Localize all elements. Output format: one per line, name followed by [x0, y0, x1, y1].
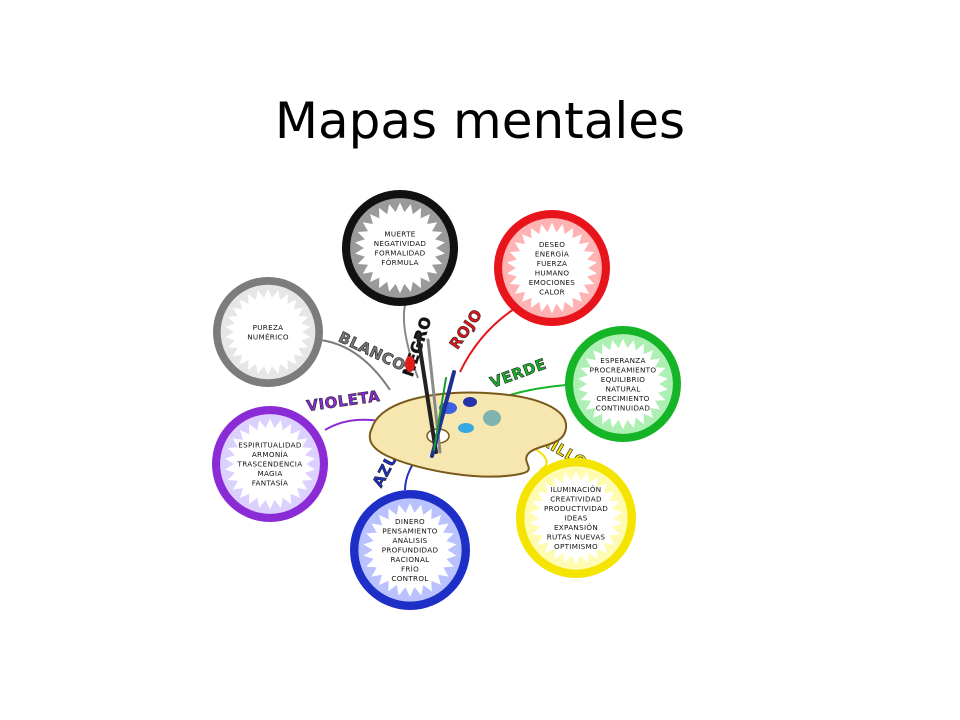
node-rojo-line: HUMANO — [535, 268, 570, 277]
node-azul-line: PROFUNDIDAD — [382, 546, 439, 555]
node-negro-line: FÓRMULA — [381, 258, 418, 267]
branch-label-violeta: VIOLETA — [305, 387, 381, 415]
paint-blob-navy — [463, 397, 477, 407]
node-verde: ESPERANZAPROCREAMIENTOEQUILIBRIONATURALC… — [565, 326, 681, 442]
node-amarillo-center — [541, 483, 611, 553]
palette-center — [368, 334, 568, 478]
node-violeta-line: MAGIA — [257, 469, 282, 478]
node-amarillo-line: RUTAS NUEVAS — [547, 533, 606, 542]
node-amarillo-line: IDEAS — [564, 514, 587, 523]
node-negro-line: FORMALIDAD — [375, 248, 426, 257]
node-negro-line: NEGATIVIDAD — [374, 239, 427, 248]
connector-negro — [402, 304, 419, 379]
brush-green — [433, 377, 447, 451]
node-blanco-line: NUMÉRICO — [247, 332, 289, 341]
paint-blob-red — [405, 356, 415, 372]
node-negro-line: MUERTE — [384, 229, 415, 238]
connector-blanco — [319, 339, 391, 391]
node-amarillo: ILUMINACIÓNCREATIVIDADPRODUCTIVIDADIDEAS… — [516, 458, 636, 578]
node-violeta-line: ARMONÍA — [252, 450, 288, 459]
node-rojo-line: CALOR — [539, 287, 565, 296]
node-amarillo-line: PRODUCTIVIDAD — [544, 504, 608, 513]
node-amarillo-line: OPTIMISMO — [554, 542, 598, 551]
node-azul-line: FRÍO — [401, 565, 419, 574]
node-azul-line: CONTROL — [391, 574, 428, 583]
paint-blob-teal — [483, 410, 501, 426]
node-verde-center — [589, 350, 657, 418]
node-rojo-center — [518, 234, 586, 302]
node-azul-line: ANÁLISIS — [393, 536, 428, 545]
node-rojo-line: DESEO — [539, 240, 565, 249]
branch-label-verde: VERDE — [488, 355, 549, 392]
node-rojo-line: EMOCIONES — [529, 278, 576, 287]
node-azul-line: RACIONAL — [391, 555, 430, 564]
node-violeta-center — [236, 430, 304, 498]
node-verde-line: CONTINUIDAD — [596, 403, 651, 412]
node-violeta: ESPIRITUALIDADARMONÍATRASCENDENCIAMAGIAF… — [212, 406, 328, 522]
palette-shape — [368, 391, 568, 478]
color-nodes: MUERTENEGATIVIDADFORMALIDADFÓRMULADESEOE… — [212, 190, 681, 610]
node-amarillo-line: CREATIVIDAD — [550, 495, 602, 504]
node-verde-line: PROCREAMIENTO — [590, 365, 657, 374]
node-violeta-line: TRASCENDENCIA — [237, 460, 303, 469]
node-rojo-line: FUERZA — [537, 259, 568, 268]
node-verde-line: CRECIMIENTO — [596, 394, 649, 403]
node-verde-line: EQUILIBRIO — [601, 375, 645, 384]
node-azul-line: DINERO — [395, 517, 425, 526]
branch-label-rojo: ROJO — [446, 306, 486, 353]
node-blanco-line: PUREZA — [253, 323, 284, 332]
brush-black — [416, 334, 438, 454]
node-verde-line: NATURAL — [605, 384, 640, 393]
node-violeta-line: ESPIRITUALIDAD — [238, 441, 302, 450]
node-negro-center — [366, 214, 434, 282]
node-azul-center — [375, 515, 445, 585]
node-azul-line: PENSAMIENTO — [382, 527, 437, 536]
paint-blob-cyan — [458, 423, 474, 433]
node-azul: DINEROPENSAMIENTOANÁLISISPROFUNDIDADRACI… — [350, 490, 470, 610]
node-verde-line: ESPERANZA — [600, 356, 646, 365]
node-rojo-line: ENERGÍA — [535, 249, 569, 258]
node-amarillo-line: EXPANSIÓN — [554, 523, 598, 532]
node-blanco-center — [236, 300, 300, 364]
node-amarillo-line: ILUMINACIÓN — [551, 485, 602, 494]
slide-title: Mapas mentales — [274, 91, 686, 150]
node-violeta-line: FANTASÍA — [252, 479, 289, 488]
